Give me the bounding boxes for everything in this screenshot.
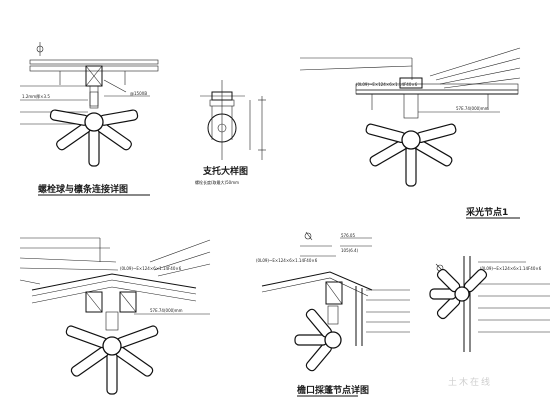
detail-eave-canopy: 576.05 105(6.4) (0L09)~E×124×6×1.14F40×6… [256, 231, 410, 397]
detail-bolt-ball-purlin: 1.2mm厚×3.5 @150XB 螺栓球与檩条连接详图 [20, 42, 159, 196]
detail5-elev-a: 576.05 [341, 233, 355, 238]
detail3-title: 采光节点1 [465, 206, 508, 218]
detail2-dim: 螺栓长度(取最大)50mm [195, 179, 239, 185]
detail4-spec: (0L09)~E×124×6×1.14F40×6 [120, 266, 182, 271]
bolt-ball-node-1 [49, 91, 139, 167]
detail5-title: 檐口採蓬节点详图 [297, 384, 369, 396]
bolt-ball-node-4 [294, 308, 342, 372]
bolt-ball-node-2 [365, 123, 457, 187]
bolt-ball-node-5 [429, 268, 488, 320]
detail2-title: 支托大样图 [202, 165, 248, 177]
detail3-elev: 57E.74(000)mm [456, 106, 489, 111]
bolt-ball-node-3 [65, 325, 159, 395]
watermark: 土木在线 [448, 376, 492, 388]
detail-skylight-node: (0L09)~E×124×6×1.14F40×6 57E.74(000)mm 采… [299, 47, 521, 219]
detail5-elev-b: 105(6.4) [341, 248, 359, 253]
detail4-elev: 57E.74(000)mm [150, 308, 183, 313]
detail1-label-a: @150XB [130, 91, 147, 96]
detail1-label-b: 1.2mm厚×3.5 [22, 94, 50, 99]
detail6-spec: (0L09)~E×124×6×1.14F40×6 [480, 266, 542, 271]
detail3-spec: (0L09)~E×124×6×1.14F40×6 [356, 82, 418, 87]
detail1-title: 螺栓球与檩条连接详图 [38, 183, 128, 195]
detail-side-node: (0L09)~E×124×6×1.14F40×6 土木在线 [429, 256, 550, 388]
detail-ridge-node: (0L09)~E×124×6×1.14F40×6 57E.74(000)mm [19, 237, 211, 395]
detail-bracket: 支托大样图 螺栓长度(取最大)50mm [195, 80, 266, 185]
detail5-spec: (0L09)~E×124×6×1.14F40×6 [256, 258, 318, 263]
